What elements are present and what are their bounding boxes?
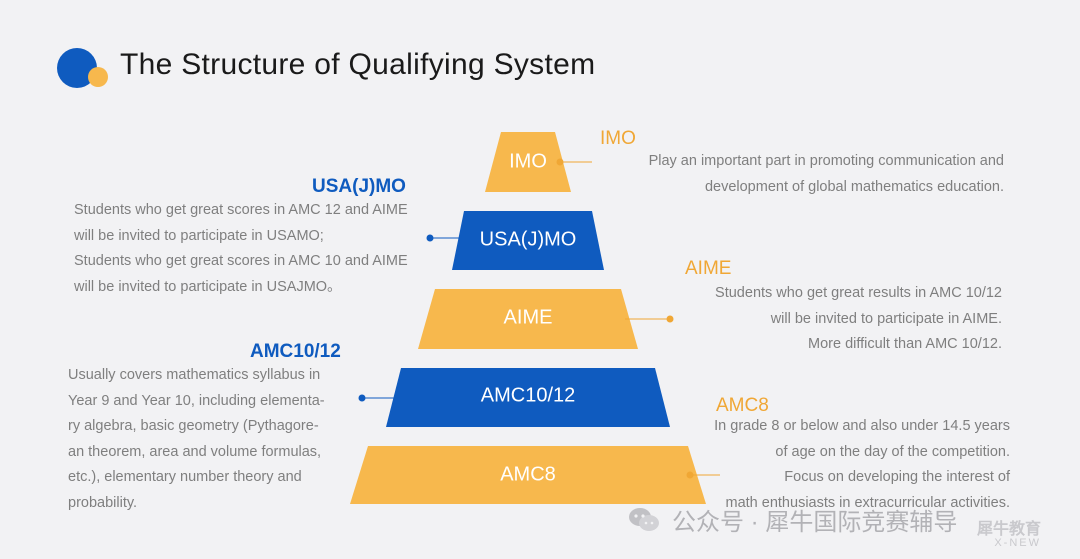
amc8-description-line: math enthusiasts in extracurricular acti…: [725, 494, 1010, 511]
tier-amc8-label: AMC8: [500, 463, 556, 486]
aime-description-line: will be invited to participate in AIME.: [770, 310, 1002, 327]
amc8-description-line: In grade 8 or below and also under 14.5 …: [714, 418, 1010, 434]
usajmo-description-line: Students who get great scores in AMC 12 …: [74, 202, 408, 218]
imo-description-line: Play an important part in promoting comm…: [648, 153, 1004, 169]
usajmo-description-line: Students who get great scores in AMC 10 …: [74, 253, 408, 270]
amc8-description: In grade 8 or below and also under 14.5 …: [714, 414, 1010, 516]
amc1012-description-line: probability.: [68, 494, 138, 511]
aime-description: Students who get great results in AMC 10…: [715, 281, 1002, 358]
amc8-description-line: of age on the day of the competition.: [775, 443, 1010, 460]
tier-imo-label: IMO: [509, 150, 547, 173]
connector-amc1012-dot: [358, 394, 366, 402]
wechat-icon: [629, 507, 659, 531]
amc1012-description-line: ry algebra, basic geometry (Pythagore-: [68, 418, 319, 435]
brand-logo-text: 犀牛教育: [976, 521, 1041, 538]
imo-heading: IMO: [600, 128, 636, 149]
connector-amc8-dot: [686, 471, 694, 479]
amc1012-heading: AMC10/12: [250, 341, 341, 362]
tier-aime-shape: [418, 289, 638, 349]
brand-logo-subtext: X-NEW: [994, 537, 1041, 549]
aime-description-line: More difficult than AMC 10/12.: [808, 336, 1002, 353]
title-dot-small: [88, 67, 108, 87]
aime-description-line: Students who get great results in AMC 10…: [715, 285, 1002, 301]
aime-heading: AIME: [685, 258, 732, 279]
page-title: The Structure of Qualifying System: [120, 48, 596, 81]
usajmo-heading: USA(J)MO: [312, 176, 406, 197]
connector-aime-dot: [666, 315, 674, 323]
imo-description-line: development of global mathematics educat…: [704, 178, 1004, 195]
tier-usajmo-shape: [452, 211, 604, 270]
connector-usajmo-dot: [426, 234, 434, 242]
amc8-description-line: Focus on developing the interest of: [784, 469, 1010, 486]
tier-usajmo-label: USA(J)MO: [479, 228, 577, 251]
amc1012-description-line: etc.), elementary number theory and: [68, 469, 302, 486]
usajmo-description: Students who get great scores in AMC 12 …: [74, 198, 408, 300]
watermark-text: 公众号 · 犀牛国际竞赛辅导: [672, 509, 958, 536]
tier-amc1012-shape: [386, 368, 670, 427]
usajmo-description-line: will be invited to participate in USAMO;: [74, 227, 324, 244]
amc1012-description-line: Usually covers mathematics syllabus in: [68, 367, 321, 383]
brand-logo: 犀牛教育 X-NEW: [955, 515, 1055, 555]
amc8-heading: AMC8: [716, 395, 769, 416]
tier-amc8-shape: [350, 446, 706, 504]
tier-imo-shape: [485, 132, 571, 192]
imo-description: Play an important part in promoting comm…: [649, 149, 1004, 200]
amc1012-description: Usually covers mathematics syllabus in Y…: [68, 363, 325, 517]
tier-amc1012-label: AMC10/12: [480, 384, 576, 407]
watermark: 公众号 · 犀牛国际竞赛辅导: [628, 502, 957, 537]
tier-aime-label: AIME: [503, 306, 553, 329]
amc1012-description-line: Year 9 and Year 10, including elementa-: [68, 392, 325, 409]
amc1012-description-line: an theorem, area and volume formulas,: [68, 443, 322, 460]
connector-imo-dot: [556, 158, 564, 166]
usajmo-description-line: will be invited to participate in USAJMO…: [74, 278, 342, 295]
